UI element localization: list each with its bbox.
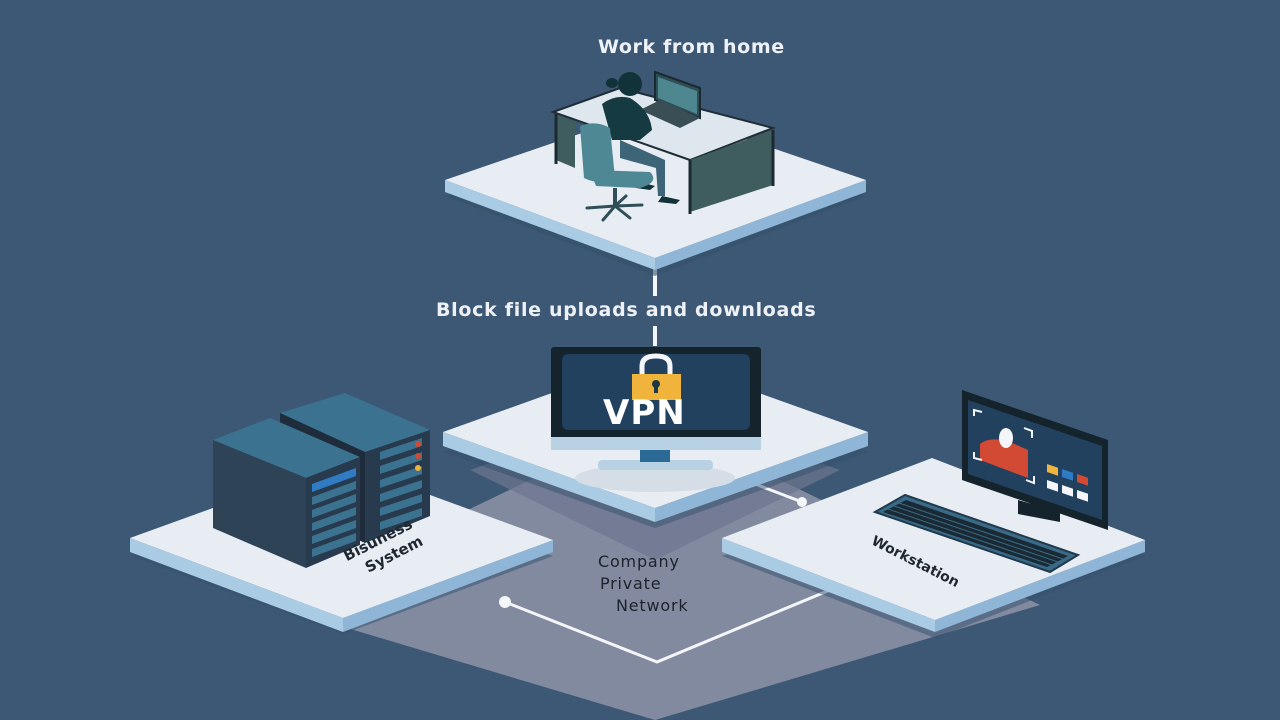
platform-workstation: [722, 458, 1145, 638]
network-label-line-1: Company: [598, 552, 680, 571]
lock-icon: [632, 353, 681, 400]
desktop-computer-icon: [962, 390, 1108, 530]
laptop-icon: [640, 70, 701, 128]
block-file-transfer-label: Block file uploads and downloads: [436, 299, 817, 321]
company-private-network-label: Company Private Network: [598, 551, 688, 617]
work-from-home-title: Work from home: [598, 36, 785, 58]
network-link-line: [504, 588, 831, 664]
vpn-label: VPN: [603, 393, 686, 433]
keyboard-icon: [872, 493, 1081, 574]
vpn-workstation-node: [797, 497, 807, 507]
server-rack-icon: [213, 393, 430, 568]
person-icon: [602, 72, 680, 204]
network-label-line-3: Network: [616, 596, 689, 615]
office-chair-icon: [580, 123, 654, 222]
network-link-node: [499, 596, 511, 608]
network-label-line-2: Private: [600, 574, 662, 593]
network-floor: [270, 420, 1040, 720]
